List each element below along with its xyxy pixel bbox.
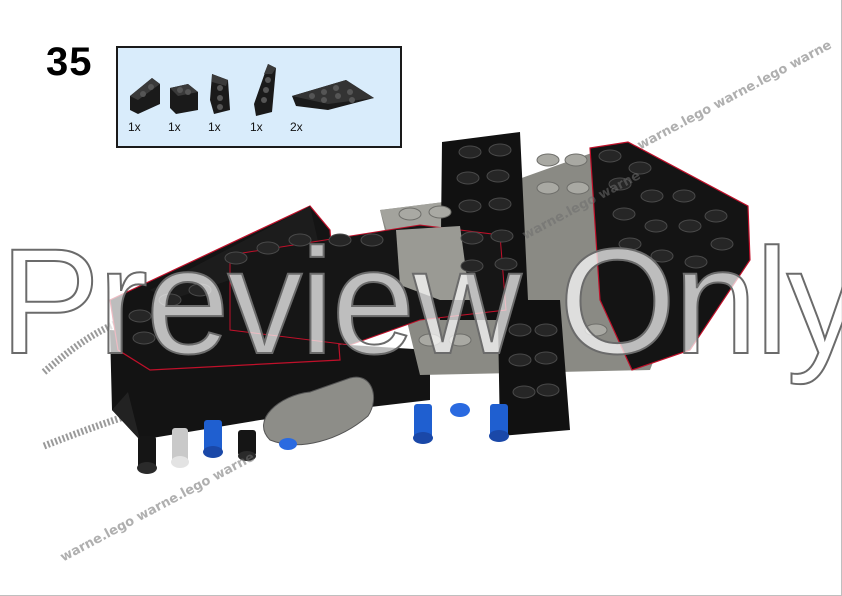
gray-slope <box>396 226 470 300</box>
wedge-plate-long-icon <box>254 64 276 116</box>
gray-liftarm <box>263 376 375 446</box>
pins <box>137 403 509 474</box>
wedge-plate-right-small-icon <box>170 84 198 114</box>
step-number: 35 <box>46 40 93 84</box>
wedge-plate-left-small-icon <box>130 78 160 114</box>
studs <box>128 143 734 399</box>
preview-only-overlay: Preview Only <box>0 217 842 385</box>
parts-list-box: 1x 1x 1x 1x 2x <box>116 46 402 148</box>
wedge-plate-large-icon <box>292 80 374 110</box>
wedge-plate-left-icon <box>210 74 230 114</box>
part-qty: 1x <box>168 120 181 134</box>
part-qty: 2x <box>290 120 303 134</box>
part-qty: 1x <box>128 120 141 134</box>
part-qty: 1x <box>250 120 263 134</box>
part-qty: 1x <box>208 120 221 134</box>
